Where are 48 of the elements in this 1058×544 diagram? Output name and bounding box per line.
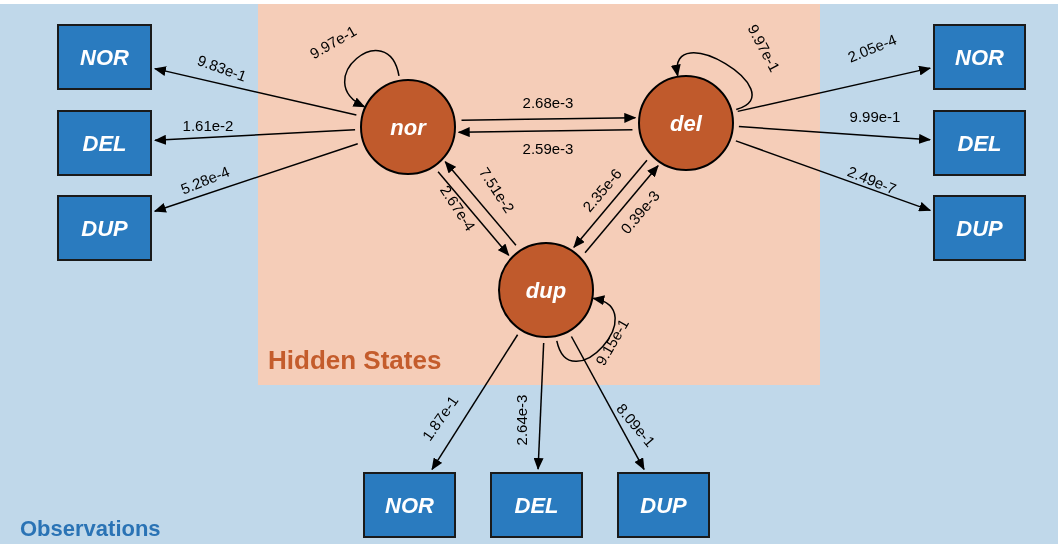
observation-label: NOR	[385, 491, 434, 520]
panel-title: Observations	[20, 518, 161, 540]
hidden-states-panel	[258, 4, 820, 385]
arrow	[735, 140, 932, 212]
observation-label: DUP	[956, 214, 1003, 243]
observation-box	[57, 110, 152, 176]
state-label: del	[670, 109, 702, 138]
observation-box	[363, 472, 456, 538]
arrow	[573, 159, 648, 249]
edge-label: 2.59e-3	[522, 140, 574, 156]
state-label: nor	[390, 113, 426, 142]
observation-box	[933, 110, 1026, 176]
arrow	[570, 335, 645, 471]
edge-label: 2.64e-3	[513, 394, 529, 446]
arrow	[584, 164, 659, 254]
edge-label: 9.99e-1	[849, 108, 901, 124]
arrow	[431, 334, 519, 471]
observation-label: DUP	[81, 214, 128, 243]
observation-label: DEL	[957, 129, 1002, 158]
self-loop-arrow	[556, 297, 616, 363]
edge-label: 2.68e-3	[522, 94, 574, 110]
state-label: dup	[525, 276, 567, 305]
observation-box	[490, 472, 583, 538]
observation-box	[933, 24, 1026, 90]
panel-title: Hidden States	[268, 347, 442, 373]
arrow	[460, 112, 637, 123]
observation-box	[57, 195, 152, 261]
arrow	[153, 66, 358, 116]
arrow	[738, 125, 931, 144]
arrow	[437, 171, 510, 256]
observation-label: NOR	[80, 43, 129, 72]
observation-box	[57, 24, 152, 90]
observation-label: DUP	[640, 491, 687, 520]
observation-label: DEL	[82, 129, 127, 158]
observation-box	[933, 195, 1026, 261]
arrow	[457, 127, 634, 138]
arrow	[153, 143, 359, 213]
self-loop-arrow	[672, 52, 753, 111]
observations-panel	[0, 4, 1058, 544]
self-loop-arrow	[343, 50, 400, 108]
arrow	[736, 65, 932, 113]
arrow	[533, 342, 545, 470]
edge-label: 1.61e-2	[182, 117, 234, 133]
arrow	[154, 129, 356, 145]
observation-box	[617, 472, 710, 538]
observation-label: NOR	[955, 43, 1004, 72]
arrow	[444, 161, 517, 246]
observation-label: DEL	[514, 491, 559, 520]
